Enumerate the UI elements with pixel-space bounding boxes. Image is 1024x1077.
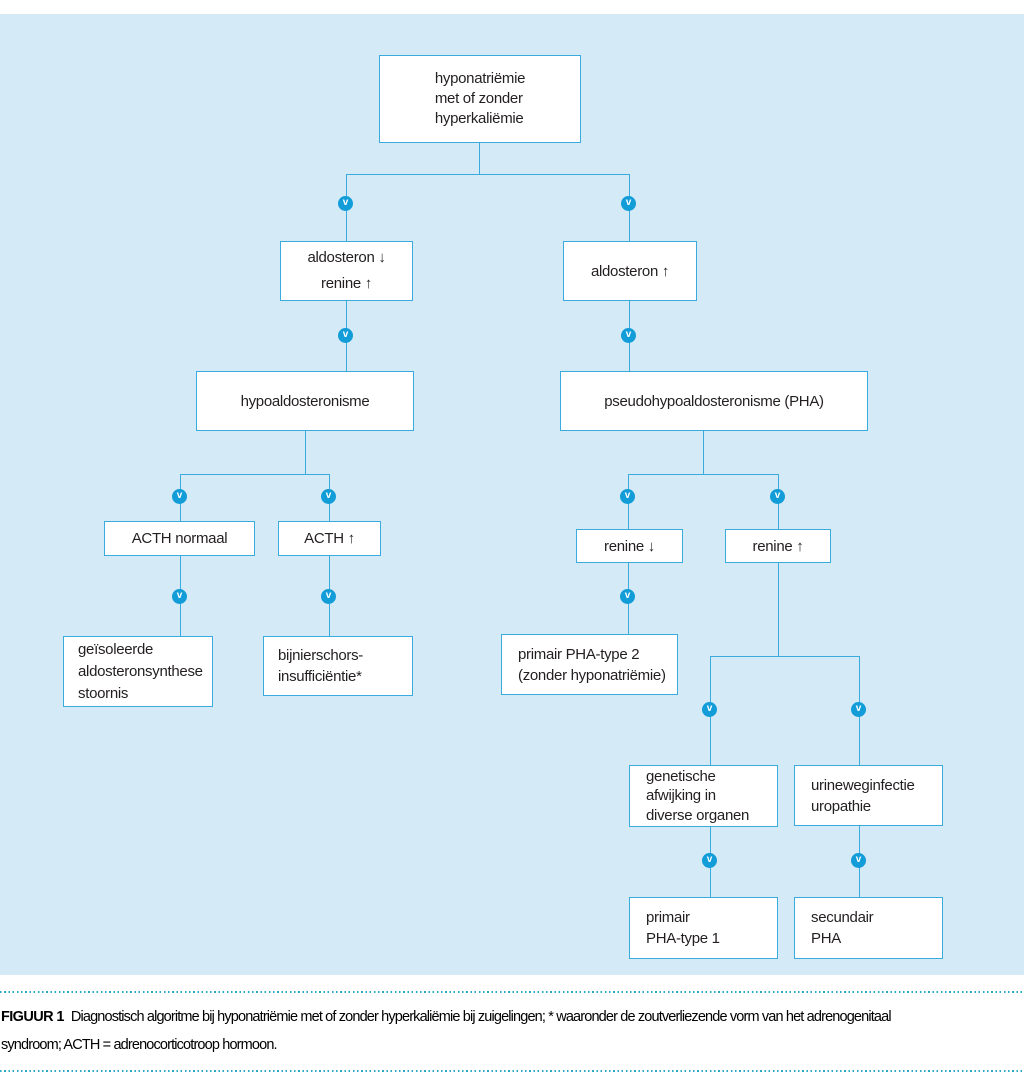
dotted-divider-top	[0, 991, 1024, 993]
chevron-down-icon: v	[621, 196, 636, 211]
chevron-down-icon: v	[338, 196, 353, 211]
node-line: insufficiëntie*	[278, 668, 362, 685]
node-primair-pha-type-2: primair PHA-type 2 (zonder hyponatriëmie…	[501, 634, 678, 695]
node-line: aldosteron ↓	[307, 249, 386, 266]
flowchart-panel: hyponatriëmie met of zonder hyperkaliëmi…	[0, 14, 1024, 975]
chevron-down-icon: v	[620, 589, 635, 604]
node-line: diverse organen	[646, 806, 750, 824]
node-renine-laag: renine ↓	[576, 529, 683, 563]
chevron-down-icon: v	[321, 589, 336, 604]
connector-line	[703, 430, 704, 474]
node-line: PHA-type 1	[646, 930, 720, 947]
chevron-down-icon: v	[621, 328, 636, 343]
node-aldosteron-laag: aldosteron ↓ renine ↑	[280, 241, 413, 301]
node-line: hyponatriëmie	[434, 70, 526, 87]
node-label: aldosteron ↑	[590, 262, 670, 280]
dotted-divider-bottom	[0, 1070, 1024, 1072]
node-pseudohypoaldosteronisme: pseudohypoaldosteronisme (PHA)	[560, 371, 868, 431]
node-acth-hoog: ACTH ↑	[278, 521, 381, 556]
node-line: primair	[646, 909, 690, 926]
figure-caption: FIGUUR 1 Diagnostisch algoritme bij hypon…	[1, 1003, 1023, 1059]
chevron-down-icon: v	[338, 328, 353, 343]
chevron-down-icon: v	[172, 589, 187, 604]
node-line: afwijking in	[646, 787, 716, 805]
node-label: ACTH ↑	[304, 530, 355, 547]
node-geisoleerde-stoornis: geïsoleerde aldosteronsynthese stoornis	[63, 636, 213, 707]
node-line: secundair	[811, 909, 874, 926]
node-line: PHA	[811, 930, 841, 947]
chevron-down-icon: v	[702, 853, 717, 868]
caption-text-2: syndroom; ACTH = adrenocorticotroop horm…	[1, 1037, 278, 1053]
caption-line-1: FIGUUR 1 Diagnostisch algoritme bij hypon…	[1, 1009, 892, 1025]
node-line: (zonder hyponatriëmie)	[518, 666, 666, 684]
node-line: genetische	[646, 767, 716, 785]
node-genetische-afwijking: genetische afwijking in diverse organen	[629, 765, 778, 827]
node-hyponatriemie: hyponatriëmie met of zonder hyperkaliëmi…	[379, 55, 581, 143]
node-secundair-pha: secundair PHA	[794, 897, 943, 959]
chevron-down-icon: v	[321, 489, 336, 504]
chevron-down-icon: v	[172, 489, 187, 504]
node-line: renine ↑	[321, 275, 372, 292]
connector-line	[305, 430, 306, 474]
caption-text-1: Diagnostisch algoritme bij hyponatriëmie…	[70, 1009, 892, 1025]
node-acth-normaal: ACTH normaal	[104, 521, 255, 556]
node-label: pseudohypoaldosteronisme (PHA)	[604, 392, 824, 410]
connector-line	[778, 562, 779, 656]
node-line: primair PHA-type 2	[518, 645, 640, 663]
chevron-down-icon: v	[702, 702, 717, 717]
connector-line	[180, 474, 330, 475]
node-line: stoornis	[78, 684, 129, 702]
node-label: hypoaldosteronisme	[240, 392, 370, 410]
node-bijnierschorsinsufficientie: bijnierschors- insufficiëntie*	[263, 636, 413, 696]
node-line: geïsoleerde	[78, 640, 154, 658]
node-line: uropathie	[811, 797, 871, 815]
figure-label: FIGUUR 1	[1, 1009, 64, 1025]
chevron-down-icon: v	[851, 702, 866, 717]
node-label: renine ↓	[604, 537, 655, 555]
node-line: met of zonder	[434, 90, 523, 107]
connector-line	[628, 474, 779, 475]
node-urineweginfectie: urineweginfectie uropathie	[794, 765, 943, 826]
connector-line	[346, 174, 630, 175]
node-line: hyperkaliëmie	[434, 110, 524, 127]
node-line: aldosteronsynthese	[78, 662, 203, 680]
node-line: bijnierschors-	[278, 647, 363, 664]
connector-line	[479, 129, 480, 174]
node-label: ACTH normaal	[131, 530, 228, 547]
connector-line	[710, 656, 860, 657]
node-label: renine ↑	[752, 537, 804, 555]
node-line: urineweginfectie	[811, 776, 915, 794]
node-renine-hoog: renine ↑	[725, 529, 831, 563]
caption-line-2: syndroom; ACTH = adrenocorticotroop horm…	[1, 1037, 278, 1053]
chevron-down-icon: v	[851, 853, 866, 868]
node-primair-pha-type-1: primair PHA-type 1	[629, 897, 778, 959]
chevron-down-icon: v	[620, 489, 635, 504]
node-aldosteron-hoog: aldosteron ↑	[563, 241, 697, 301]
chevron-down-icon: v	[770, 489, 785, 504]
node-hypoaldosteronisme: hypoaldosteronisme	[196, 371, 414, 431]
